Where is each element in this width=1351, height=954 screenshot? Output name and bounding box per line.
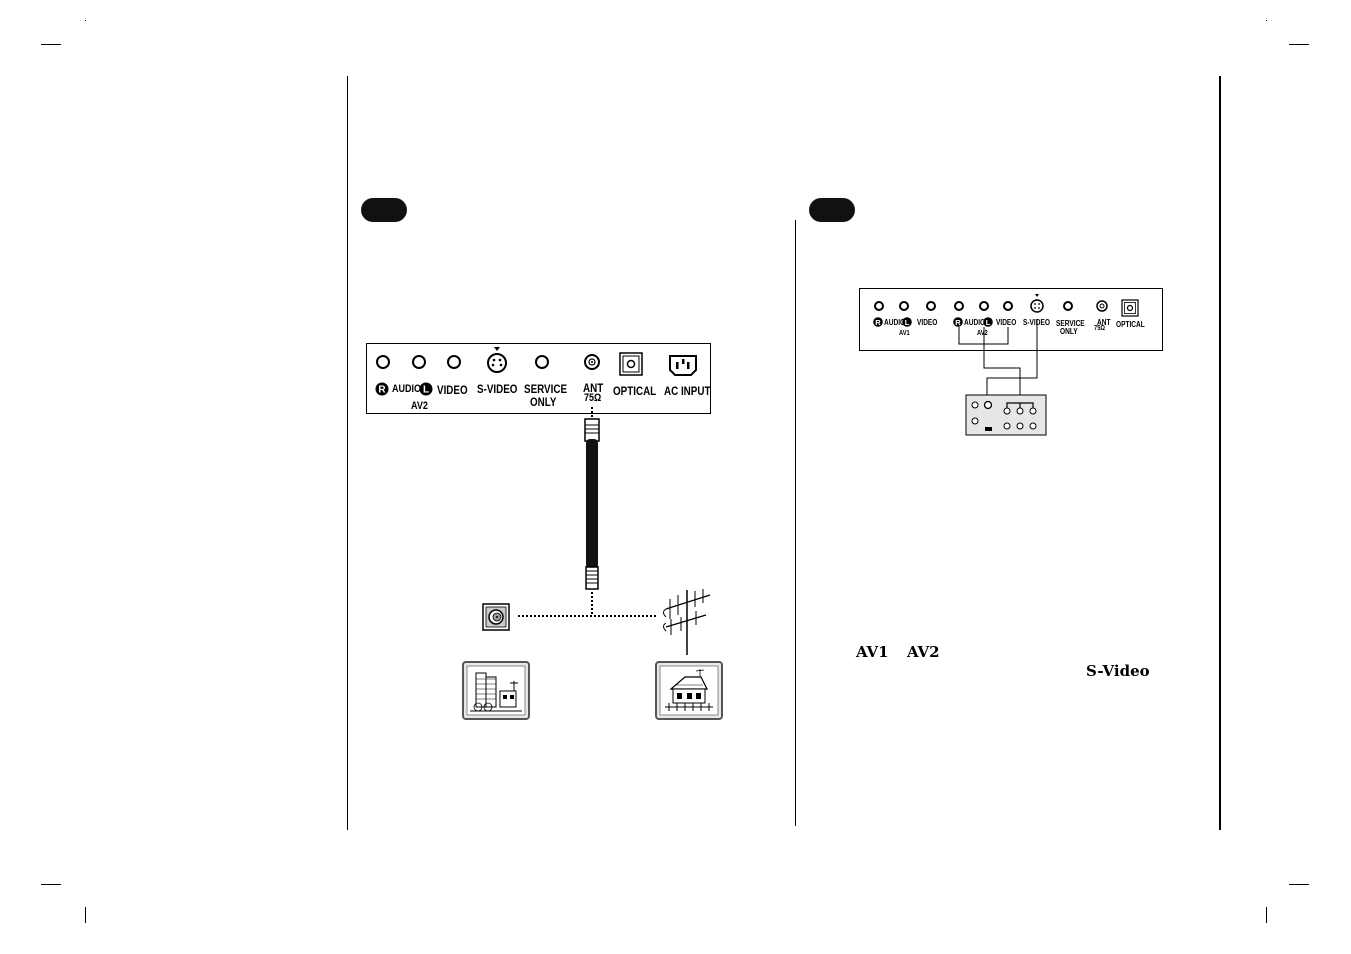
s-video-connector-icon-small (1030, 294, 1044, 313)
audio-l-jack (412, 355, 426, 369)
column-rule-middle (795, 220, 796, 826)
antenna-jack-icon-small (1096, 300, 1108, 312)
r-channel-circle-icon: R (375, 382, 389, 396)
av2-audio-r-jack (954, 301, 964, 311)
crop-mark (1266, 907, 1267, 923)
l-channel-circle-icon: L (419, 382, 433, 396)
antenna-cable-diagram (482, 407, 711, 655)
s-video-connector-icon (487, 347, 507, 373)
av1-r-circle-icon: R (873, 317, 883, 327)
l-circle-text: L (423, 385, 429, 396)
av1-l-circle-text: L (905, 318, 910, 327)
av2-video-label: VIDEO (996, 318, 1017, 327)
av2-audio-label: AUDIO (964, 318, 986, 327)
av1-audio-l-jack (899, 301, 909, 311)
s-video-text: S-Video (1086, 662, 1150, 680)
av1-audio-label: AUDIO (884, 318, 906, 327)
av2-r-circle-icon: R (953, 317, 963, 327)
av1-video-jack (926, 301, 936, 311)
only-label: ONLY (530, 395, 557, 409)
av-connection-wires (958, 319, 1038, 404)
service-only-jack-small (1063, 301, 1073, 311)
column-rule-left (347, 76, 348, 830)
house-icon (655, 661, 723, 720)
av2-text: AV2 (907, 643, 940, 661)
s-video-label-small: S-VIDEO (1023, 318, 1050, 327)
av1-video-label: VIDEO (917, 318, 938, 327)
video-jack (447, 355, 461, 369)
av1-text: AV1 (856, 643, 889, 661)
external-device-panel (965, 394, 1047, 436)
av1-l-circle-icon: L (902, 317, 912, 327)
crop-mark (1289, 884, 1309, 885)
step-badge-left (361, 198, 407, 222)
crop-mark (1289, 44, 1309, 45)
ohm-label-small: 75Ω (1094, 325, 1105, 332)
tv-rear-panel-left (366, 343, 711, 414)
av1-label: AV1 (899, 330, 910, 337)
apartment-building-icon (462, 661, 530, 720)
av2-label-small: AV2 (977, 330, 988, 337)
av1-r-circle-text: R (875, 318, 881, 327)
av2-label: AV2 (411, 400, 428, 412)
video-label: VIDEO (437, 383, 468, 397)
ant-label-small: ANT (1097, 318, 1111, 327)
service-label-small: SERVICE (1056, 319, 1085, 328)
only-label-small: ONLY (1060, 327, 1078, 336)
optical-port-icon-small (1121, 299, 1139, 317)
ac-input-socket-icon (669, 355, 697, 376)
audio-r-jack (376, 355, 390, 369)
av1-audio-r-jack (874, 301, 884, 311)
crop-mark (41, 884, 61, 885)
av2-r-circle-text: R (955, 318, 961, 327)
antenna-jack-icon (584, 354, 600, 370)
av2-l-circle-icon: L (983, 317, 993, 327)
step-badge-right (809, 198, 855, 222)
av2-video-jack (1003, 301, 1013, 311)
crop-dot (1266, 20, 1267, 21)
optical-port-icon (619, 352, 643, 376)
service-label: SERVICE (524, 382, 568, 396)
crop-mark (85, 907, 86, 923)
column-rule-right (1219, 76, 1221, 830)
crop-mark (41, 44, 61, 45)
optical-label-small: OPTICAL (1116, 320, 1145, 329)
service-only-jack (535, 355, 549, 369)
r-circle-text: R (378, 385, 386, 396)
optical-label: OPTICAL (613, 384, 657, 398)
s-video-label: S-VIDEO (477, 382, 518, 396)
ac-input-label: AC INPUT (664, 384, 711, 398)
crop-dot (85, 20, 86, 21)
av2-audio-l-jack (979, 301, 989, 311)
ant-label: ANT (583, 381, 604, 395)
audio-label: AUDIO (392, 383, 422, 395)
av2-l-circle-text: L (986, 318, 991, 327)
ohm-label: 75Ω (584, 392, 602, 404)
